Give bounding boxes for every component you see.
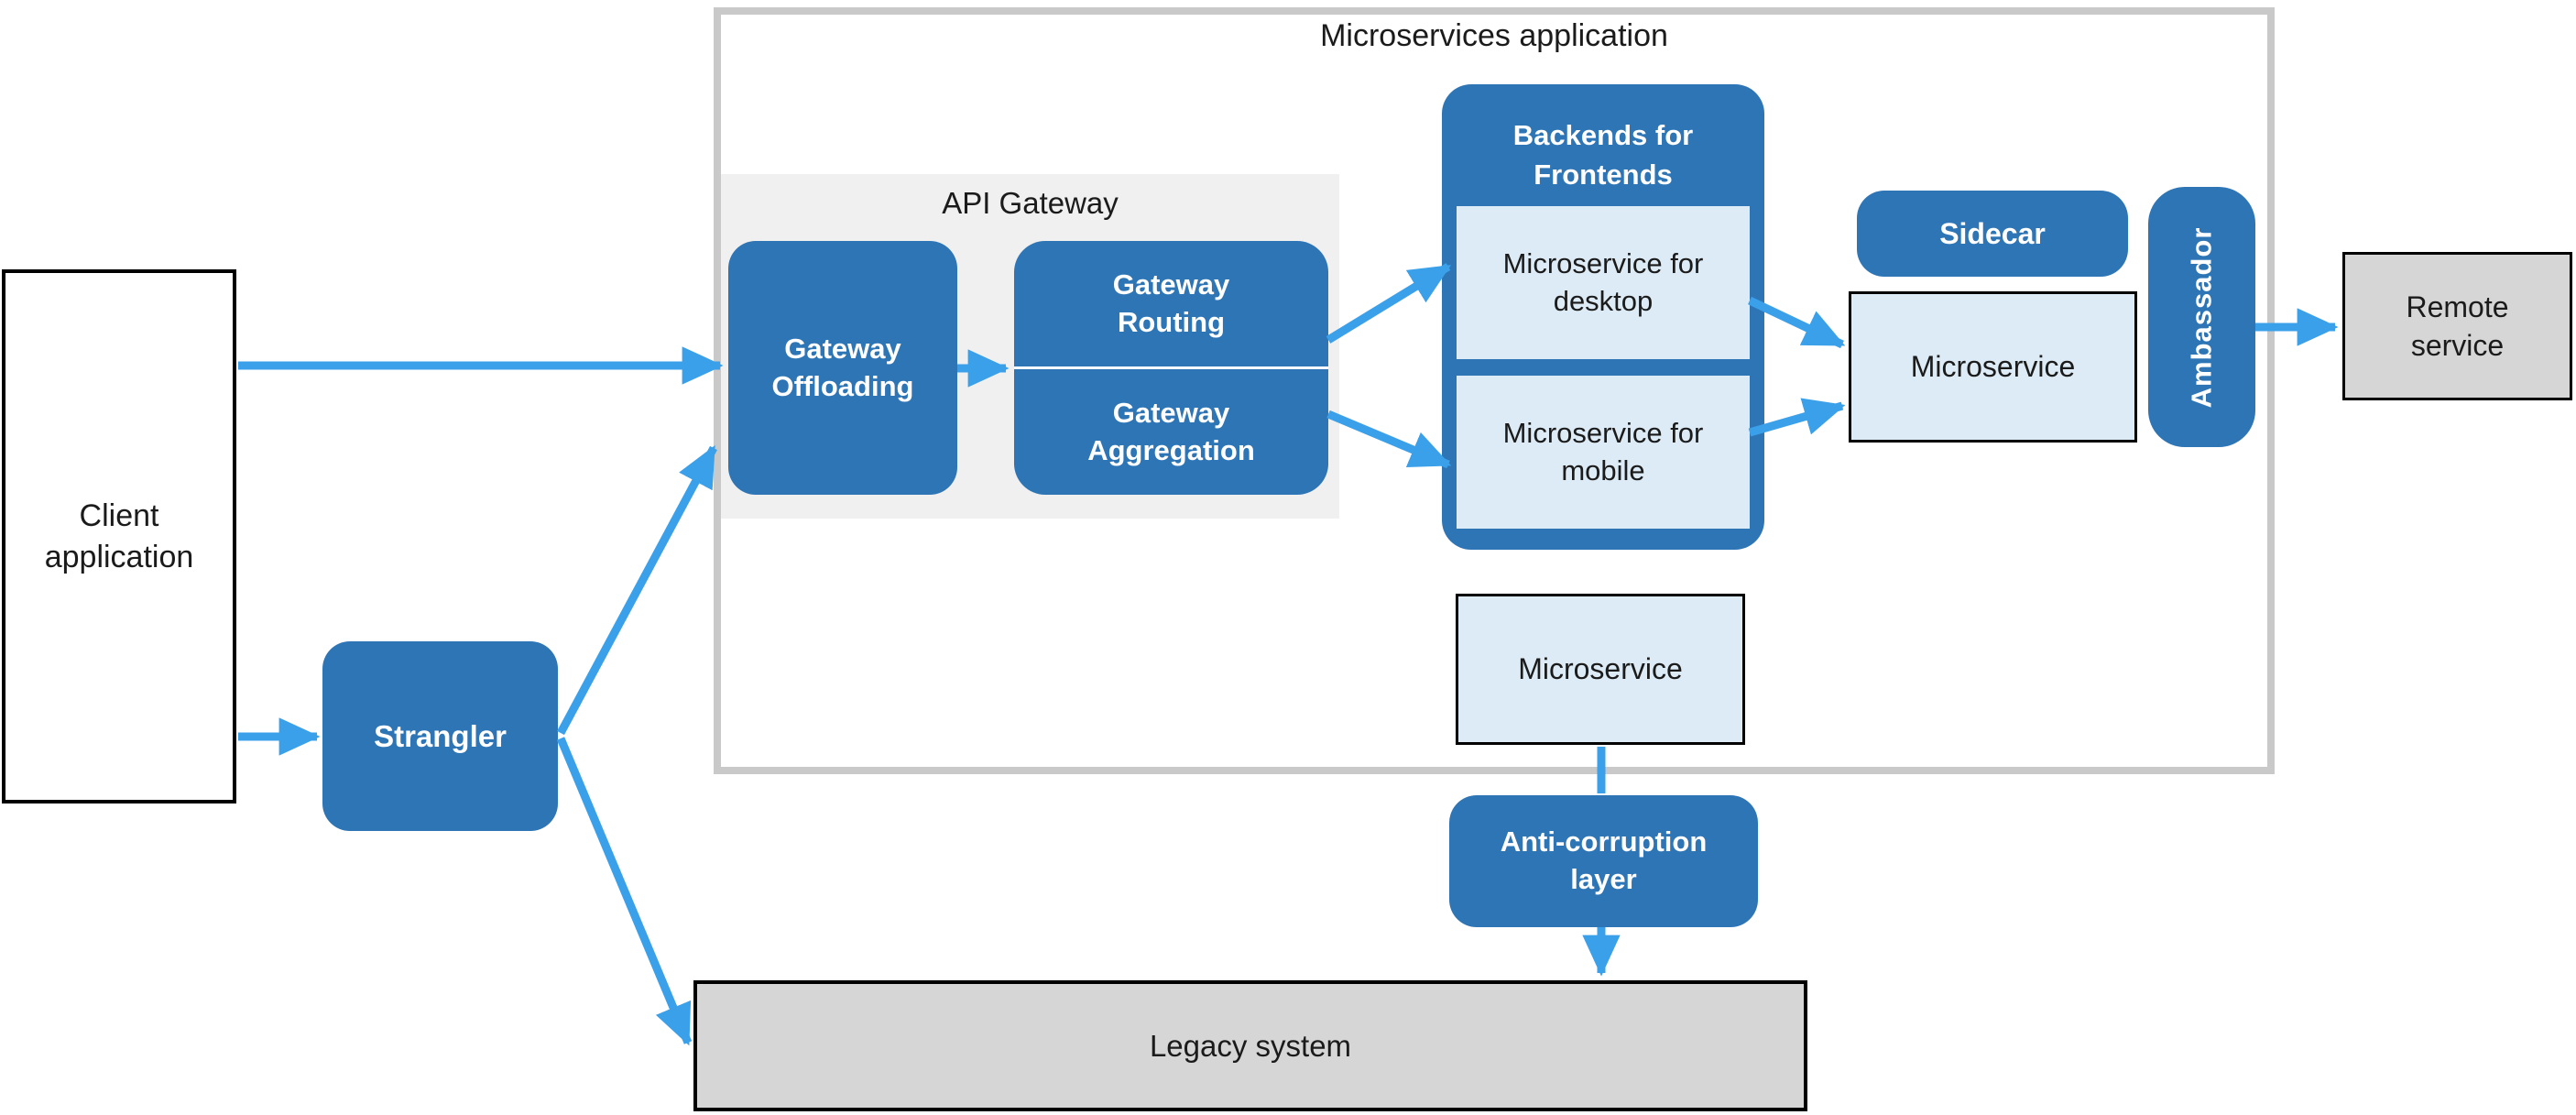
- arrow-strangler-to-microservices: [557, 444, 717, 736]
- node-microservice-main: Microservice: [1849, 291, 2137, 443]
- api-gateway-label: API Gateway: [942, 186, 1119, 220]
- gateway-routing-label: Gateway Routing: [1112, 268, 1230, 338]
- node-anti-corruption-layer: Anti-corruption layer: [1449, 795, 1758, 927]
- node-sidecar: Sidecar: [1857, 191, 2128, 277]
- gateway-aggregation-label: Gateway Aggregation: [1014, 366, 1328, 495]
- microservices-application-title: Microservices application: [1320, 18, 1668, 53]
- arrow-strangler-to-legacy: [556, 737, 693, 1046]
- node-microservice-for-desktop: Microservice for desktop: [1457, 206, 1750, 359]
- node-microservice-for-mobile: Microservice for mobile: [1457, 376, 1750, 529]
- node-client-application: Client application: [2, 269, 236, 803]
- node-legacy-system: Legacy system: [693, 980, 1807, 1111]
- ambassador-label: Ambassador: [2185, 226, 2218, 408]
- node-ambassador: Ambassador: [2148, 187, 2255, 447]
- node-gateway-offloading: Gateway Offloading: [728, 241, 957, 495]
- node-remote-service: Remote service: [2342, 252, 2572, 400]
- node-strangler: Strangler: [322, 641, 558, 831]
- backends-for-frontends-label: Backends for Frontends: [1512, 119, 1694, 191]
- node-gateway-routing-aggregation: Gateway Routing Gateway Aggregation: [1014, 241, 1328, 495]
- node-microservice-bottom: Microservice: [1456, 594, 1745, 745]
